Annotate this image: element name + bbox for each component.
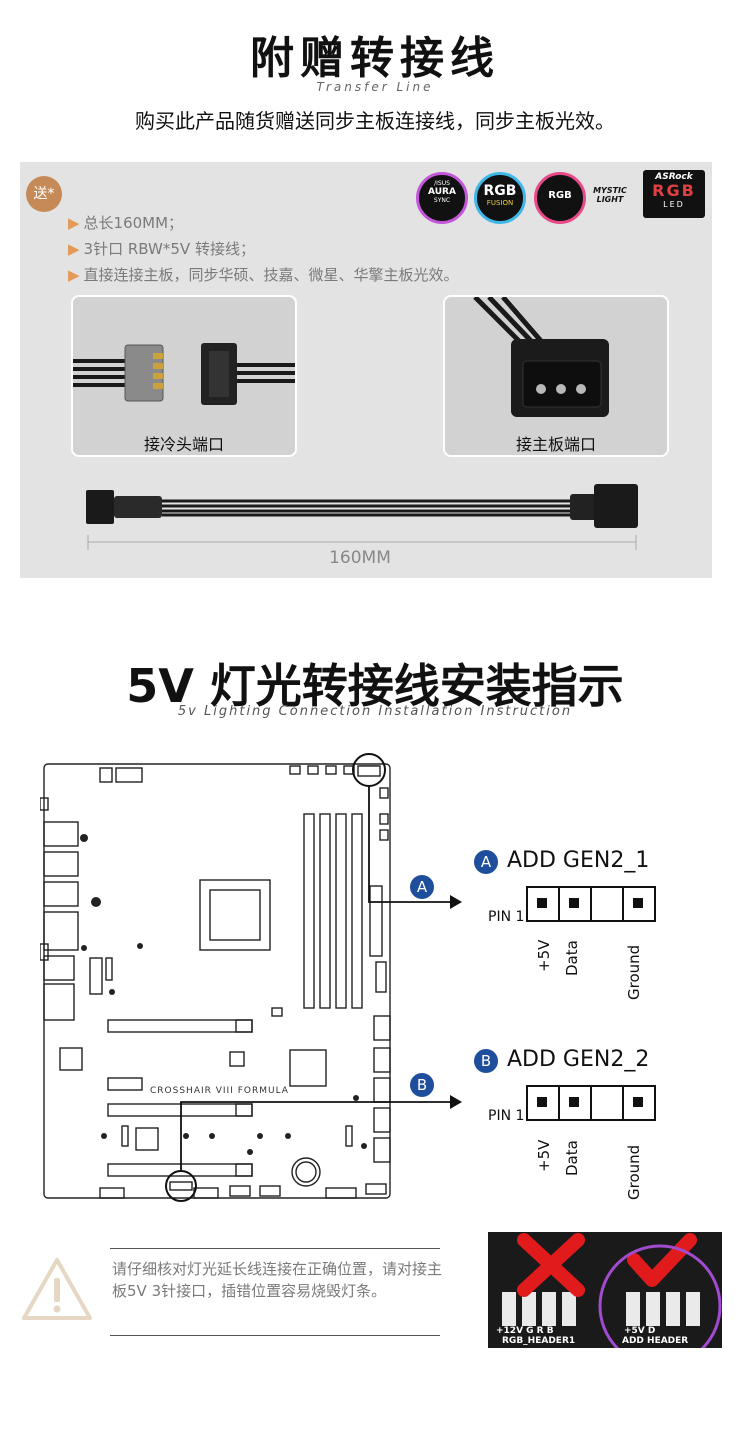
right-header-name: ADD HEADER — [622, 1336, 689, 1346]
wrong-header-pins: +12V G R B — [496, 1326, 554, 1336]
marker-a: A — [410, 875, 434, 899]
pin-5v — [526, 886, 558, 922]
section2-subtitle: 5v Lighting Connection Installation Inst… — [177, 704, 573, 719]
mystic-light-text: MYSTIC LIGHT — [593, 186, 627, 204]
header-comparison-photo: +12V G R B RGB_HEADER1 +5V D ADD HEADER — [488, 1232, 722, 1348]
right-header-pins: +5V D — [624, 1326, 656, 1336]
cable-length-label: 160MM — [329, 548, 391, 568]
marker-b: B — [410, 1073, 434, 1097]
connector-b-pin1: PIN 1 — [488, 1108, 525, 1124]
motherboard-port-photo: 接主板端口 — [443, 295, 669, 457]
connector-a-pin1: PIN 1 — [488, 909, 525, 925]
pin-5v — [526, 1085, 558, 1121]
rgb-fusion-logo: RGB FUSION — [474, 172, 526, 224]
connector-b-label-5v: +5V — [535, 1139, 553, 1172]
connector-b-label-ground: Ground — [625, 1144, 643, 1200]
connector-a-title: ADD GEN2_1 — [507, 848, 650, 873]
spec-bullet: ▶直接连接主板，同步华硕、技嘉、微星、华擎主板光效。 — [68, 266, 459, 284]
pin-data — [558, 1085, 590, 1121]
section1-description: 购买此产品随货赠送同步主板连接线，同步主板光效。 — [135, 109, 615, 133]
connector-b-title: ADD GEN2_2 — [507, 1047, 650, 1072]
section2-title: 5V 灯光转接线安装指示 — [126, 659, 624, 713]
aura-sync-logo: /ISUS AURA SYNC — [416, 172, 468, 224]
spec-bullets: ▶总长160MM； ▶3针口 RBW*5V 转接线； ▶直接连接主板，同步华硕、… — [68, 210, 459, 288]
spec-bullet: ▶总长160MM； — [68, 214, 184, 232]
triangle-icon: ▶ — [68, 214, 80, 232]
mystic-light-logo: RGB — [534, 172, 586, 224]
pin-ground — [622, 1085, 656, 1121]
cooler-port-label: 接冷头端口 — [143, 435, 224, 454]
connector-a-label-ground: Ground — [625, 944, 643, 1000]
pin-data — [558, 886, 590, 922]
connector-a-header — [526, 886, 656, 922]
motherboard-connector-image — [473, 295, 609, 417]
section1-title: 附赠转接线 — [250, 33, 500, 84]
pin-empty — [590, 1085, 622, 1121]
header-comparison-image — [488, 1232, 722, 1348]
connector-b-marker: B — [474, 1049, 498, 1073]
full-cable-image — [86, 484, 638, 550]
section1-subtitle: Transfer Line — [316, 80, 434, 94]
cooler-connector-image — [73, 343, 295, 405]
triangle-icon: ▶ — [68, 240, 80, 258]
connector-b-label-data: Data — [563, 1140, 581, 1176]
connector-a-marker: A — [474, 850, 498, 874]
wrong-header-name: RGB_HEADER1 — [502, 1336, 576, 1346]
warning-text: 请仔细核对灯光延长线连接在正确位置，请对接主板5V 3针接口，插错位置容易烧毁灯… — [112, 1260, 443, 1300]
warning-divider-bottom — [110, 1335, 440, 1336]
triangle-icon: ▶ — [68, 266, 80, 284]
gift-badge: 送* — [26, 176, 62, 212]
motherboard-port-label: 接主板端口 — [515, 435, 596, 454]
asrock-rgb-logo: ASRock RGB LED — [643, 170, 705, 218]
connector-a-label-data: Data — [563, 940, 581, 976]
connector-b-header — [526, 1085, 656, 1121]
cooler-port-photo: 接冷头端口 — [71, 295, 297, 457]
connector-a-label-5v: +5V — [535, 939, 553, 972]
warning-icon — [22, 1258, 92, 1320]
spec-bullet: ▶3针口 RBW*5V 转接线； — [68, 240, 255, 258]
motherboard-diagram — [40, 753, 462, 1202]
pin-empty — [590, 886, 622, 922]
pin-ground — [622, 886, 656, 922]
board-model-label: CROSSHAIR VIII FORMULA — [150, 1086, 289, 1096]
warning-divider-top — [110, 1248, 440, 1249]
